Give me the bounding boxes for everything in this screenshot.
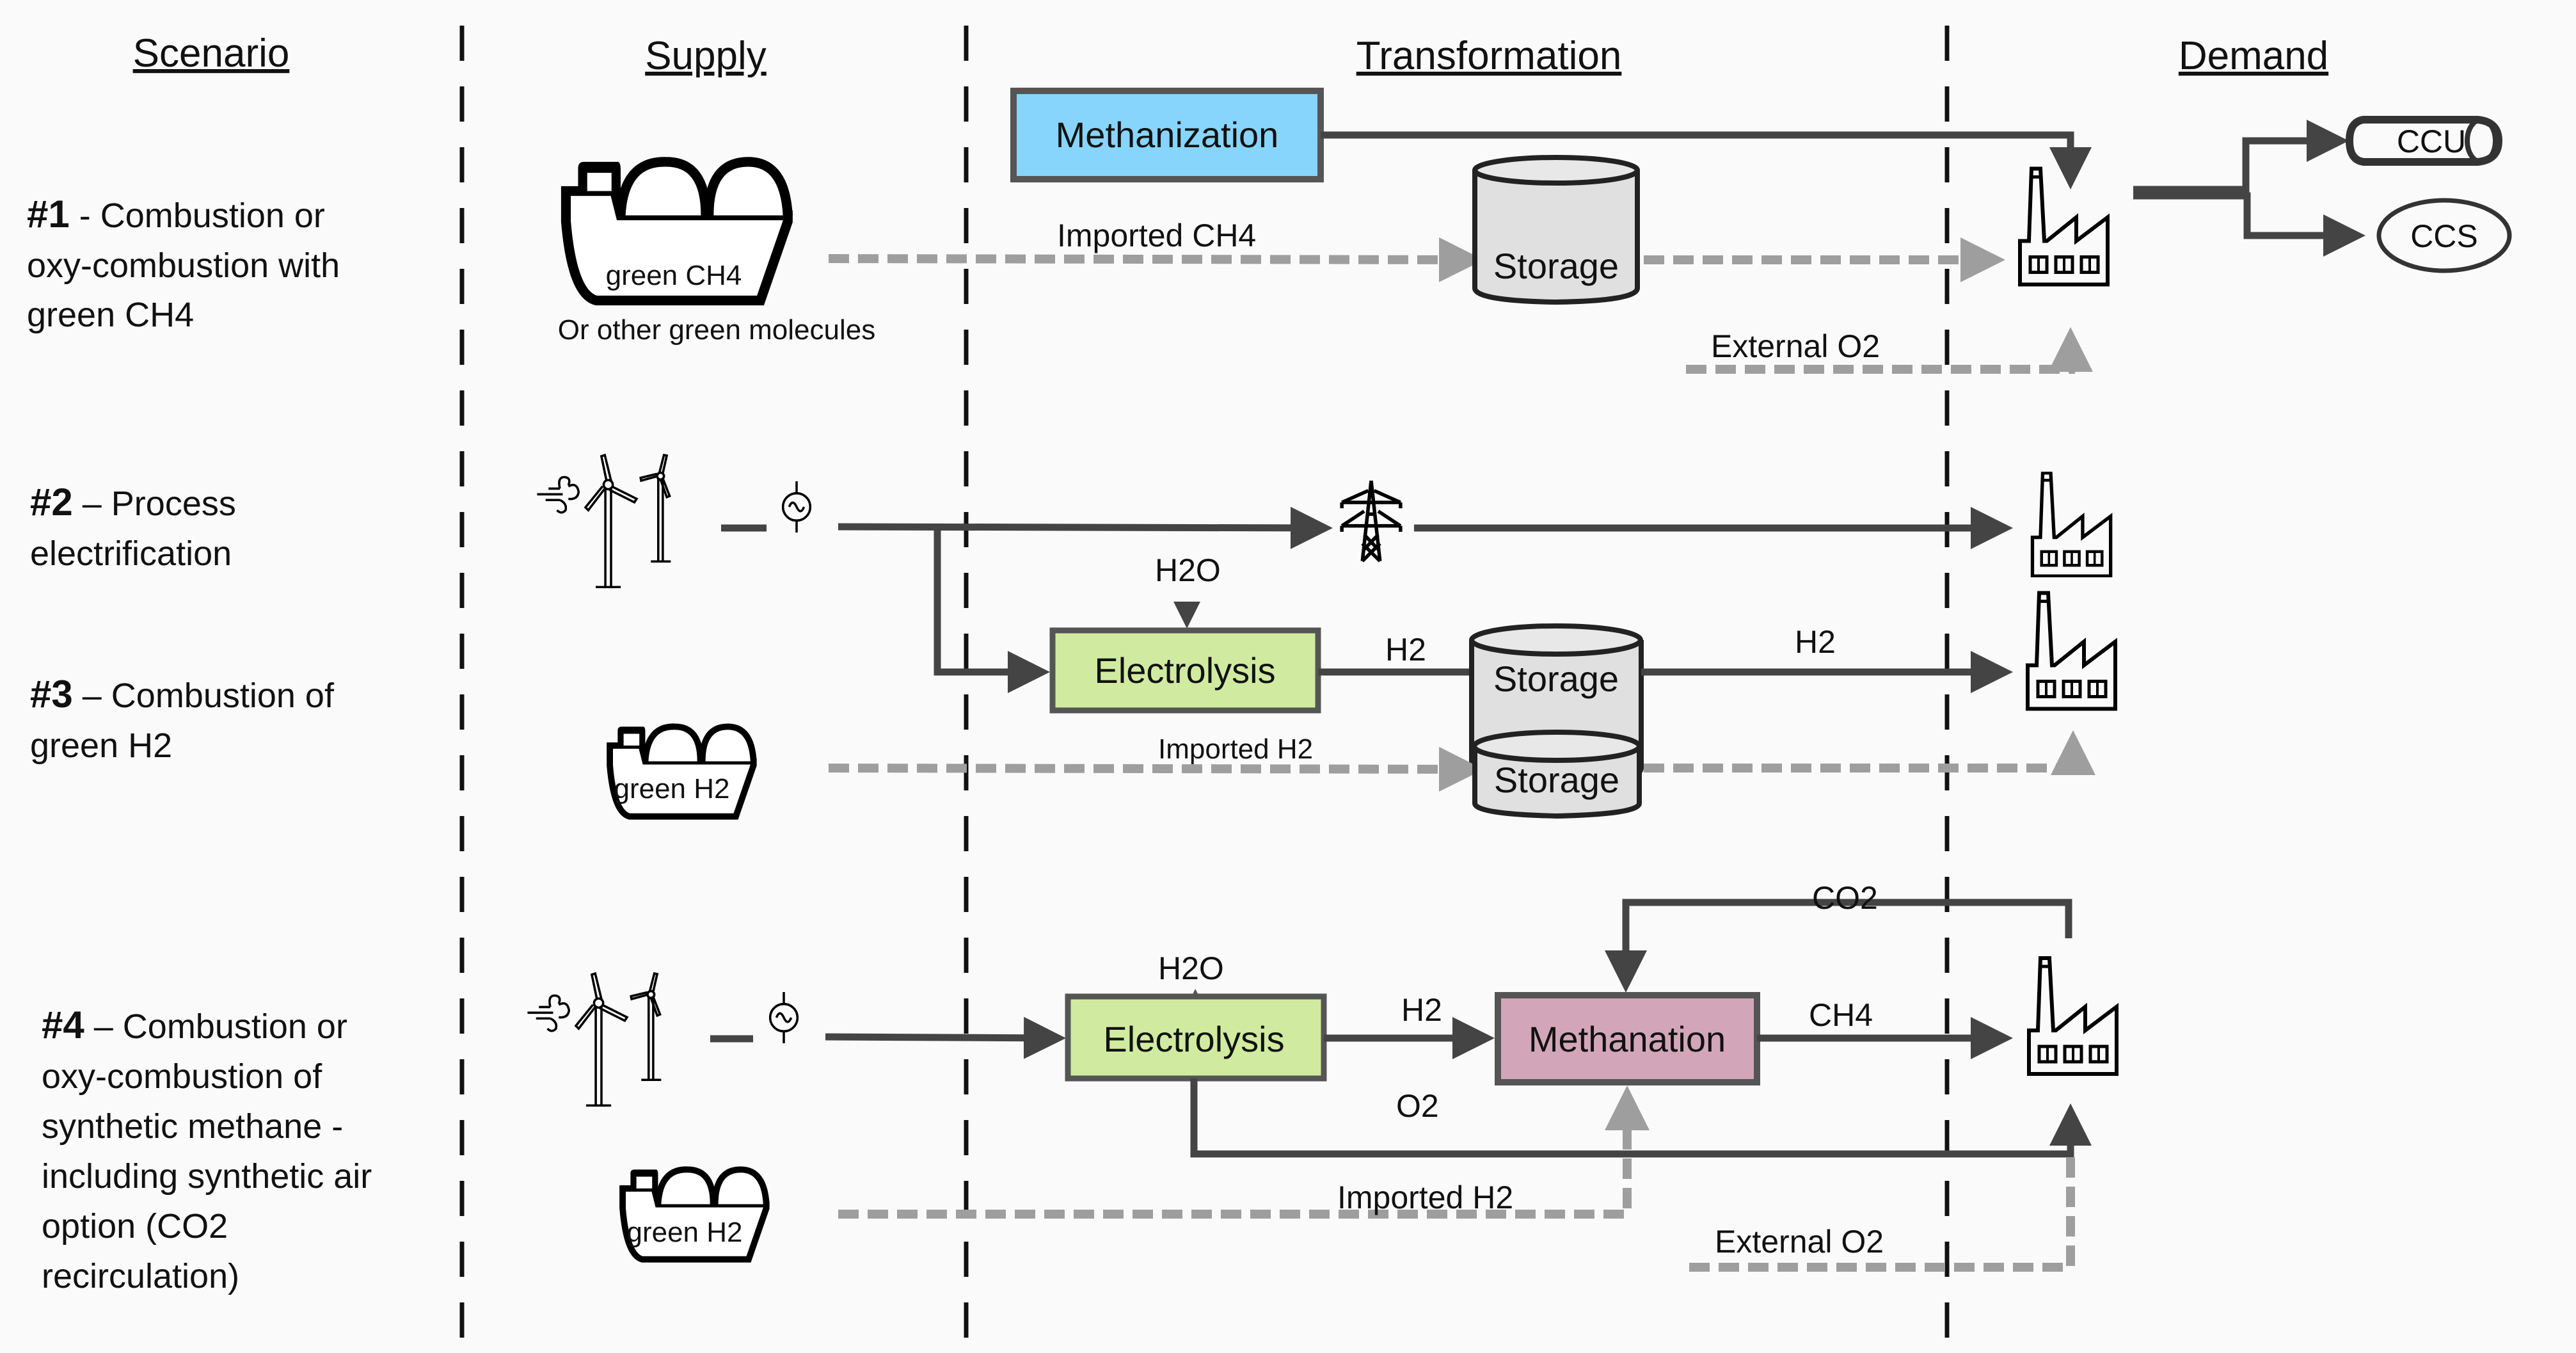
flow-external-o2-s4 [1689, 1157, 2075, 1272]
flow-power-to-electrolysis-s4 [825, 1016, 1066, 1059]
ship-green-h2-s4-icon: green H2 [623, 1169, 767, 1259]
electrolysis-label: Electrolysis [1094, 650, 1275, 691]
flow-label-o2-s4: O2 [1396, 1088, 1439, 1124]
ship-label: green CH4 [606, 260, 742, 291]
flow-external-o2-s1 [1686, 327, 2093, 374]
svg-text:oxy-combustion of: oxy-combustion of [42, 1057, 322, 1096]
flow-label-h2-s3-a: H2 [1385, 632, 1426, 668]
svg-text:green H2: green H2 [30, 726, 172, 765]
flow-methanization-to-industry [1321, 131, 2092, 189]
ccs-sink: CCS [2376, 198, 2512, 273]
scenario-4-description: #4 – Combustion or oxy-combustion of syn… [42, 1004, 372, 1295]
column-header-transformation: Transformation [1356, 34, 1622, 78]
storage-tank-s1: Storage [1472, 155, 1640, 305]
h2o-arrow-icon [1191, 989, 1200, 997]
column-header-scenario: Scenario [133, 31, 290, 76]
flow-label-ch4-s4: CH4 [1809, 997, 1873, 1033]
flow-label-external-o2-s4: External O2 [1715, 1224, 1884, 1260]
wind-turbines-icon [526, 972, 663, 1107]
methanation-label: Methanation [1529, 1019, 1726, 1059]
methanization-box: Methanization [1010, 88, 1324, 182]
flow-label-imported-ch4: Imported CH4 [1057, 218, 1256, 253]
industry-factory-icon-s3 [2028, 593, 2115, 709]
generator-icon [781, 481, 812, 532]
scenario-number: #2 [30, 481, 73, 524]
electrolysis-box-s3: Electrolysis [1049, 627, 1321, 714]
ccs-label: CCS [2410, 218, 2478, 254]
flow-label-h2o-s4: H2O [1158, 950, 1224, 986]
ccu-label: CCU [2397, 124, 2466, 159]
scenario-number: #4 [42, 1004, 84, 1046]
svg-text:option (CO2: option (CO2 [42, 1207, 228, 1245]
ship-label: green H2 [614, 773, 729, 805]
scenario-number: #1 [27, 193, 70, 236]
flow-co2-out [2133, 120, 2349, 193]
svg-text:electrification: electrification [30, 534, 232, 573]
ship-label: green H2 [626, 1217, 742, 1248]
svg-text:recirculation): recirculation) [42, 1257, 239, 1295]
power-pylon-icon [1342, 481, 1401, 561]
column-header-demand: Demand [2179, 34, 2328, 78]
scenario-3-description: #3 – Combustion of green H2 [30, 673, 335, 765]
storage-label: Storage [1493, 246, 1619, 286]
flow-power-to-grid [838, 506, 1333, 549]
industry-factory-icon-s4 [2029, 958, 2117, 1074]
storage-label: Storage [1494, 760, 1619, 800]
flow-label-h2o-s3: H2O [1155, 552, 1221, 588]
flow-co2-recirculation [1605, 899, 2072, 993]
electrolysis-label: Electrolysis [1103, 1019, 1284, 1059]
scenario-2-description: #2 – Process electrification [30, 481, 236, 573]
ccu-sink: CCU [2345, 116, 2503, 166]
flow-label-external-o2-s1: External O2 [1711, 328, 1880, 364]
flow-label-co2-s4: CO2 [1812, 880, 1878, 916]
flow-label-h2-s4: H2 [1401, 992, 1442, 1028]
column-header-supply: Supply [645, 34, 767, 78]
storage-label: Storage [1493, 659, 1619, 699]
svg-text:synthetic methane -: synthetic methane - [42, 1107, 343, 1146]
flow-co2-out [2133, 192, 2365, 257]
flow-import-storage-to-industry-s3 [1644, 730, 2095, 775]
svg-text:#4 – Combustion or: #4 – Combustion or [42, 1004, 347, 1046]
svg-text:including synthetic air: including synthetic air [42, 1157, 372, 1196]
svg-text:green CH4: green CH4 [27, 296, 194, 334]
scenario-1-description: #1 - Combustion or oxy-combustion with g… [27, 193, 340, 334]
electrolysis-box-s4: Electrolysis [1065, 993, 1327, 1082]
wind-turbines-icon [536, 454, 672, 589]
flow-imported-h2-s4 [838, 1085, 1650, 1219]
methanation-box: Methanation [1495, 992, 1760, 1085]
flow-power-to-electrolysis [934, 528, 1050, 693]
svg-text:#3 – Combustion of: #3 – Combustion of [30, 673, 335, 716]
flow-label-imported-h2-s3: Imported H2 [1158, 733, 1313, 765]
svg-text:#1 - Combustion or: #1 - Combustion or [27, 193, 325, 236]
generator-icon [768, 992, 799, 1043]
scenario-number: #3 [30, 673, 73, 716]
storage-tank-s3-import: Storage [1472, 730, 1642, 819]
ship-green-h2-s3-icon: green H2 [610, 726, 754, 816]
ship-green-ch4-icon: green CH4 [566, 162, 788, 301]
svg-text:#2 – Process: #2 – Process [30, 481, 236, 524]
svg-text:oxy-combustion with: oxy-combustion with [27, 246, 340, 285]
industry-factory-icon-s1 [2020, 169, 2108, 285]
flow-label-h2-s3-b: H2 [1795, 624, 1836, 660]
flow-label-imported-h2-s4: Imported H2 [1337, 1180, 1513, 1215]
industry-factory-icon-s2 [2032, 473, 2110, 576]
ship-note: Or other green molecules [558, 314, 875, 346]
methanization-label: Methanization [1056, 115, 1279, 155]
flow-imported-ch4 [828, 237, 1484, 282]
flow-imported-h2-s3 [828, 767, 1475, 769]
flow-o2-to-industry [1190, 1078, 2092, 1158]
